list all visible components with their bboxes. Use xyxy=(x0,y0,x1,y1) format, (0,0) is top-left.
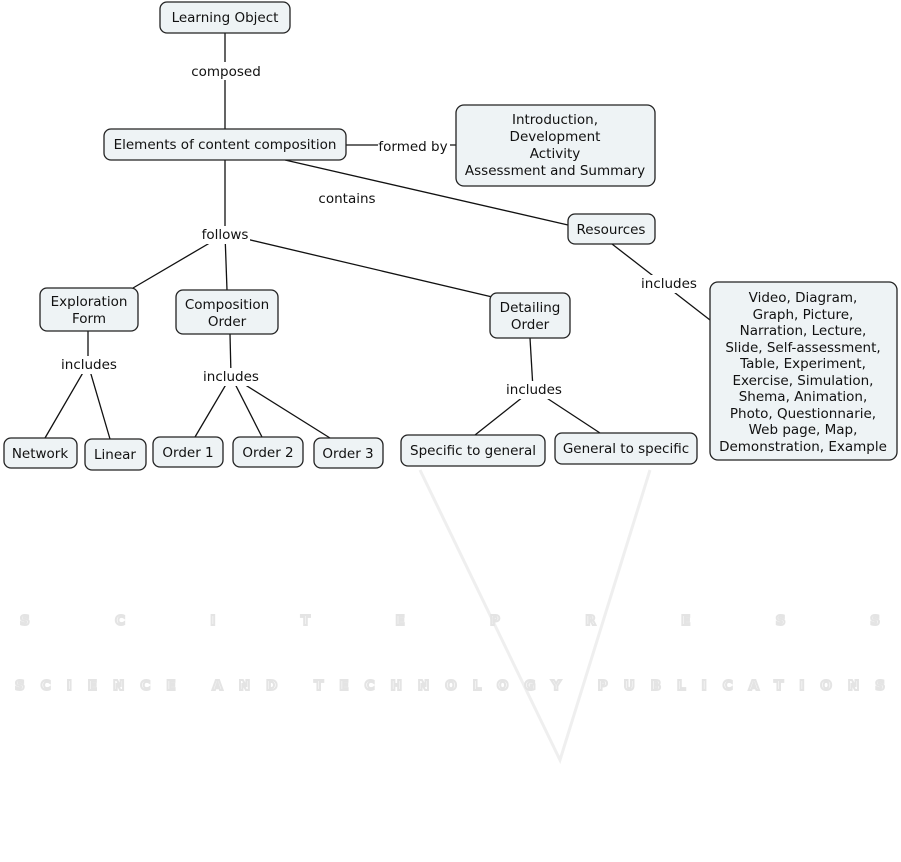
node-resource-list: Video, Diagram, Graph, Picture, Narratio… xyxy=(709,281,898,461)
link-includes-detailing: includes xyxy=(506,382,562,398)
watermark-title: SCITEPRESS xyxy=(20,613,880,629)
node-label: Development xyxy=(510,129,601,145)
node-label: Resources xyxy=(577,222,646,238)
node-label: Table, Experiment, xyxy=(739,356,866,372)
node-label: Exercise, Simulation, xyxy=(733,373,874,389)
node-label: Demonstration, Example xyxy=(719,439,887,455)
node-label: Narration, Lecture, xyxy=(740,323,867,339)
node-general-to-specific: General to specific xyxy=(554,432,698,465)
node-resources: Resources xyxy=(567,213,656,245)
node-network: Network xyxy=(3,437,78,469)
node-label: Form xyxy=(72,311,106,327)
node-label: Elements of content composition xyxy=(114,137,337,153)
node-exploration-form: Exploration Form xyxy=(39,287,139,332)
node-label: Order 2 xyxy=(242,445,293,461)
node-label: Linear xyxy=(94,447,136,463)
node-label: Slide, Self-assessment, xyxy=(725,340,880,356)
link-includes-composition: includes xyxy=(203,369,259,385)
node-composition-order: Composition Order xyxy=(175,289,279,335)
link-includes-exploration: includes xyxy=(61,357,117,373)
link-contains: contains xyxy=(318,191,375,207)
node-label: Order xyxy=(511,317,550,333)
node-order-1: Order 1 xyxy=(152,436,224,468)
node-label: Exploration xyxy=(51,294,128,310)
node-label: Photo, Questionnarie, xyxy=(730,406,876,422)
node-label: Web page, Map, xyxy=(749,422,858,438)
node-label: Specific to general xyxy=(410,443,536,459)
watermark-subtitle: SCIENCE AND TECHNOLOGY PUBLICATIONS xyxy=(15,678,885,694)
link-includes-resources: includes xyxy=(641,276,697,292)
watermark: SCITEPRESS SCIENCE AND TECHNOLOGY PUBLIC… xyxy=(14,469,886,765)
link-labels: composed formed by contains includes fol… xyxy=(60,62,698,399)
node-label: Introduction, xyxy=(512,112,598,128)
node-order-3: Order 3 xyxy=(313,437,384,469)
node-label: Learning Object xyxy=(172,10,279,26)
node-learning-object: Learning Object xyxy=(159,1,291,34)
node-label: General to specific xyxy=(563,441,689,457)
node-label: Order 3 xyxy=(322,446,373,462)
link-composed: composed xyxy=(191,64,261,80)
node-order-2: Order 2 xyxy=(232,436,304,468)
link-follows: follows xyxy=(202,227,249,243)
node-label: Composition xyxy=(185,297,269,313)
node-label: Order 1 xyxy=(162,445,213,461)
node-label: Network xyxy=(12,446,69,462)
node-phases: Introduction, Development Activity Asses… xyxy=(455,104,656,187)
node-specific-to-general: Specific to general xyxy=(400,434,546,467)
node-label: Detailing xyxy=(500,300,561,316)
link-formed-by: formed by xyxy=(378,139,447,155)
node-label: Graph, Picture, xyxy=(753,307,854,323)
node-label: Assessment and Summary xyxy=(465,163,645,179)
node-label: Order xyxy=(208,314,247,330)
node-linear: Linear xyxy=(84,438,147,471)
node-label: Activity xyxy=(530,146,581,162)
node-elements-of-content-composition: Elements of content composition xyxy=(103,128,347,161)
node-label: Video, Diagram, xyxy=(749,290,858,306)
node-detailing-order: Detailing Order xyxy=(489,292,571,339)
node-label: Shema, Animation, xyxy=(739,389,868,405)
